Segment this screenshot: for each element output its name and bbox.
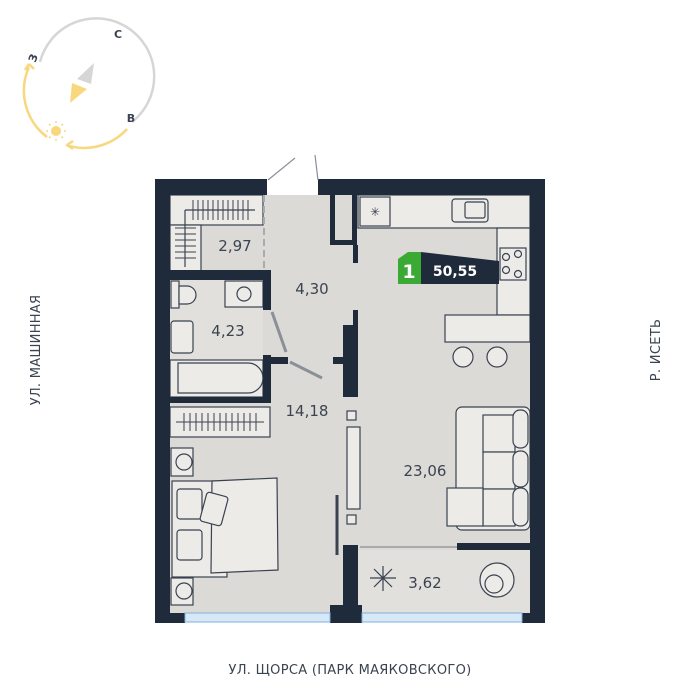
compass-east-label: В [127,112,135,125]
bathroom-door[interactable] [270,311,288,353]
bar-stool [452,346,474,368]
fridge [359,196,391,227]
rooms-count: 1 [402,261,415,283]
toilet-tank [170,280,180,309]
kitchen-island [444,314,531,343]
sun-arc-west [22,66,48,138]
bedroom-door[interactable] [289,360,323,380]
street-right: Р. ИСЕТЬ [649,319,664,381]
tv-stand [346,426,361,510]
apartment-badge: 1 50,55 [398,252,499,284]
sofa [446,406,531,531]
speaker [346,410,357,421]
bedroom-hangers [176,413,264,431]
kitchen-counter-side [496,227,531,316]
bed [171,477,279,578]
arrow-icon [66,139,74,151]
lamp-icon [175,453,193,471]
street-bottom: УЛ. ЩОРСА (ПАРК МАЯКОВСКОГО) [229,663,472,678]
area-hall: 4,30 [295,280,328,298]
plant-icon [370,566,396,591]
snowflake-icon: ✳ [370,205,380,219]
nightstand [170,577,194,606]
area-wardrobe: 2,97 [218,237,251,255]
sink-icon [451,198,489,223]
sun-icon [46,121,66,141]
bathtub [169,359,264,398]
armchair [479,562,515,598]
speaker [346,514,357,525]
washbasin [170,320,194,354]
street-left: УЛ. МАШИННАЯ [29,295,44,406]
lamp-icon [175,582,193,600]
area-bedroom: 14,18 [286,402,329,420]
bar-stool [486,346,508,368]
rooms-count-bg [398,252,421,284]
sun-arc-east [65,128,128,150]
area-balcony: 3,62 [408,574,441,592]
arrow-icon [23,63,35,71]
walls [155,179,545,623]
compass-ring [38,17,156,123]
fan-icon [236,286,252,302]
entrance-door[interactable] [267,154,319,181]
cooktop-icon [499,247,527,281]
window [184,612,331,623]
compass-needle-north [77,63,94,84]
area-living-kitchen: 23,06 [404,462,447,480]
compass: С З В [22,17,156,151]
bathtub-inner [177,362,264,394]
nightstand [170,447,194,477]
toilet [178,285,197,305]
washing-machine [224,280,264,308]
total-area: 50,55 [433,264,477,280]
total-area-bg [421,252,499,284]
hangers [175,200,249,259]
area-bathroom: 4,23 [211,322,244,340]
window [361,612,523,623]
compass-needle-south [70,83,87,103]
compass-west-label: З [26,52,41,64]
compass-north-label: С [114,28,122,41]
